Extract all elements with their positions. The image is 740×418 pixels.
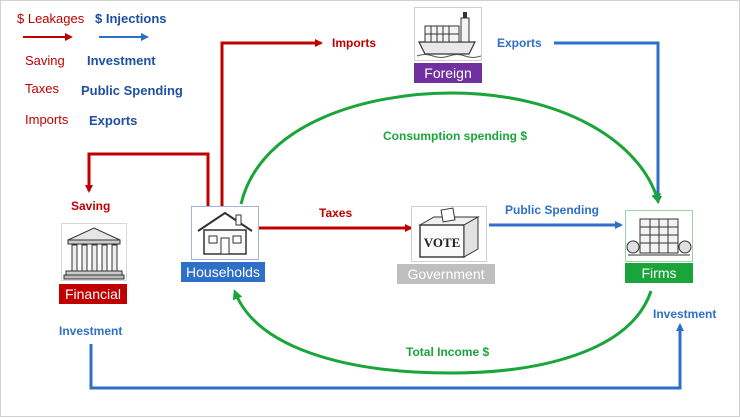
legend-leakages-title: $ Leakages — [17, 11, 85, 26]
legend-leakage-imports: Imports — [25, 112, 69, 127]
legend-injection-exports: Exports — [89, 113, 138, 128]
taxes-label: Taxes — [319, 206, 353, 220]
foreign-node: Foreign — [414, 63, 482, 83]
office-building-icon — [626, 218, 692, 256]
legend-injections-title: $ Injections — [95, 11, 167, 26]
house-picture — [191, 206, 259, 260]
legend-leakage-taxes: Taxes — [25, 81, 59, 96]
imports-label: Imports — [332, 36, 377, 50]
firms-node: Firms — [625, 263, 693, 283]
factory-picture — [625, 210, 693, 262]
households-node: Households — [181, 262, 265, 282]
ballot-box-icon: VOTE — [418, 207, 480, 258]
vote-text: VOTE — [424, 235, 461, 250]
house-icon — [197, 211, 253, 255]
exports-label: Exports — [497, 36, 542, 50]
legend-injection-investment: Investment — [87, 53, 156, 68]
consumption-label: Consumption spending $ — [383, 129, 527, 143]
bank-picture — [61, 223, 127, 281]
investment-arrow — [89, 323, 684, 390]
financial-node: Financial — [59, 284, 127, 304]
imports-arrow — [220, 39, 323, 206]
legend-injection-public-spending: Public Spending — [81, 83, 183, 98]
cargo-ship-icon — [416, 12, 482, 58]
investment-left-label: Investment — [59, 324, 123, 338]
total-income-arrow — [232, 289, 653, 375]
total-income-label: Total Income $ — [406, 345, 490, 359]
government-node: Government — [397, 264, 495, 284]
consumption-arrow — [239, 91, 661, 205]
saving-label: Saving — [71, 199, 111, 213]
public-spending-label: Public Spending — [505, 203, 600, 217]
exports-arrow — [554, 41, 662, 204]
investment-right-label: Investment — [653, 307, 717, 321]
saving-arrow — [85, 152, 210, 206]
legend-leakage-saving: Saving — [25, 53, 65, 68]
bank-building-icon — [63, 227, 125, 280]
ship-picture — [414, 7, 482, 61]
ballot-box-picture: VOTE — [411, 206, 487, 262]
